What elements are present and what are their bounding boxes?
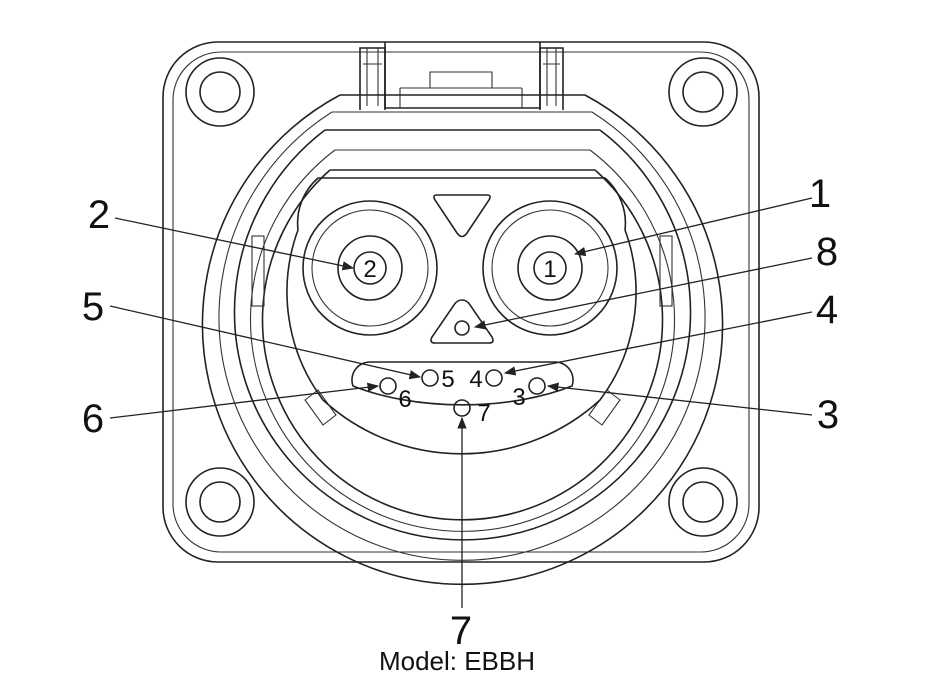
leader-3 — [546, 382, 813, 416]
pin-8-socket — [454, 320, 470, 336]
mounting-flange — [162, 41, 760, 563]
leader-1 — [573, 197, 813, 257]
callout-8: 8 — [816, 230, 838, 274]
callout-numbers: 1 2 8 4 5 6 3 7 — [82, 172, 839, 653]
callout-6: 6 — [82, 397, 104, 441]
key-triangle-bottom — [430, 299, 494, 344]
signal-pin-slot — [351, 361, 574, 417]
pin-3-socket — [528, 377, 546, 395]
pin-5-socket — [421, 369, 439, 387]
mounting-hole-top-left — [185, 57, 255, 127]
callout-4: 4 — [816, 288, 838, 332]
pin-label-6: 6 — [398, 386, 411, 413]
leader-lines — [109, 197, 813, 608]
leader-8 — [473, 257, 813, 330]
mounting-hole-bottom-left — [185, 467, 255, 537]
callout-1: 1 — [809, 172, 831, 216]
model-label: Model: EBBH — [379, 646, 535, 676]
pin-label-3: 3 — [512, 384, 525, 411]
pin-7-socket — [453, 399, 471, 417]
callout-5: 5 — [82, 285, 104, 329]
pin-label-7: 7 — [477, 400, 490, 427]
leader-6 — [109, 382, 380, 419]
key-triangle-top — [433, 194, 491, 238]
lid-hinge — [359, 42, 564, 110]
leader-4 — [503, 311, 813, 376]
pin-label-5: 5 — [441, 366, 454, 393]
mounting-hole-bottom-right — [668, 467, 738, 537]
mounting-hole-top-right — [668, 57, 738, 127]
callout-2: 2 — [88, 193, 110, 237]
pin-label-1: 1 — [543, 256, 556, 283]
pin-label-2: 2 — [363, 256, 376, 283]
socket-face — [286, 177, 637, 455]
pin-4-socket — [485, 369, 503, 387]
pin-2-socket — [302, 200, 438, 336]
pin-1-socket — [482, 200, 618, 336]
callout-7: 7 — [450, 609, 472, 653]
pin-6-socket — [379, 377, 397, 395]
leader-5 — [109, 305, 422, 380]
pin-label-4: 4 — [469, 366, 482, 393]
callout-3: 3 — [817, 393, 839, 437]
leader-2 — [114, 217, 355, 271]
pin-labels: 2 1 5 4 6 3 7 — [363, 256, 556, 427]
